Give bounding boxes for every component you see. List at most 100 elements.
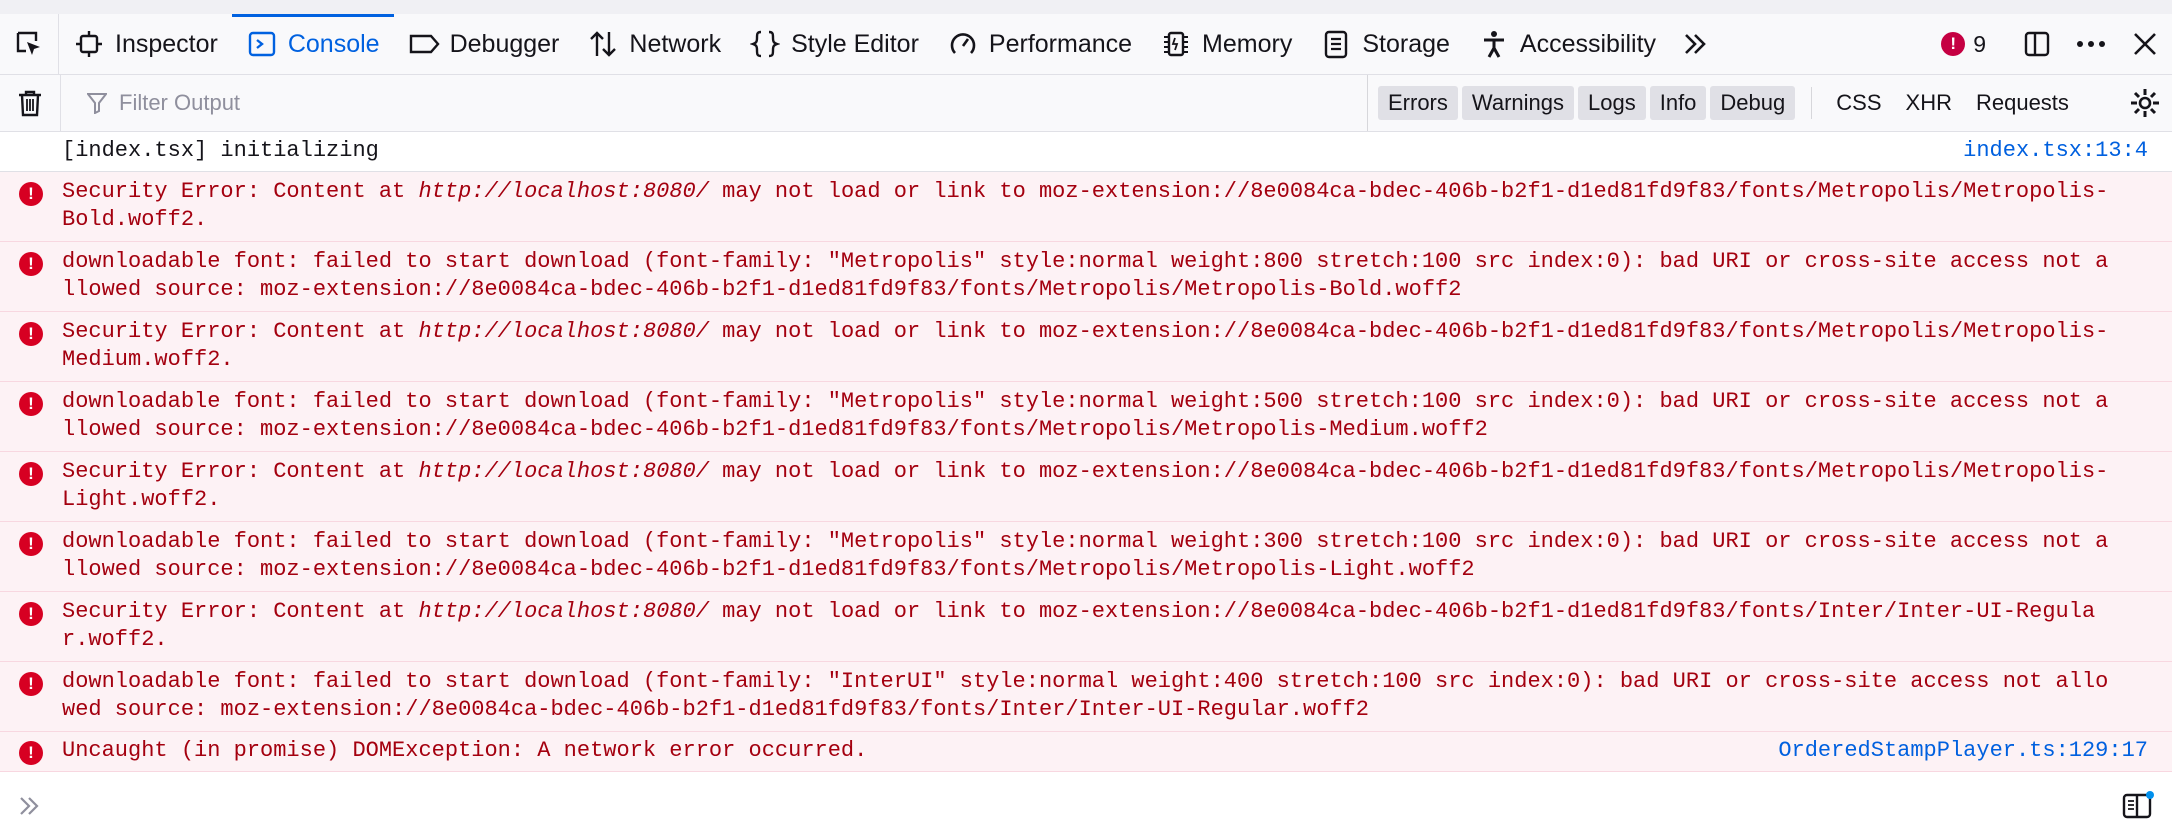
tab-label: Debugger <box>449 29 560 58</box>
console-input-line[interactable] <box>0 780 2172 832</box>
console-message-error[interactable]: ! Security Error: Content at http://loca… <box>0 452 2172 522</box>
sidebar-toggle-icon[interactable] <box>2122 790 2154 822</box>
message-text: downloadable font: failed to start downl… <box>62 529 2109 582</box>
message-url[interactable]: http://localhost:8080/ <box>418 599 709 624</box>
message-url[interactable]: http://localhost:8080/ <box>418 459 709 484</box>
message-text: Uncaught (in promise) DOMException: A ne… <box>62 738 868 763</box>
filter-css-button[interactable]: CSS <box>1836 90 1882 115</box>
filter-warnings-button[interactable]: Warnings <box>1461 86 1574 120</box>
tab-console[interactable]: Console <box>231 14 394 74</box>
message-url[interactable]: http://localhost:8080/ <box>418 319 709 344</box>
memory-icon <box>1160 28 1192 60</box>
filter-output-field[interactable] <box>61 75 1368 131</box>
console-message-error[interactable]: ! Security Error: Content at http://loca… <box>0 592 2172 662</box>
performance-icon <box>947 28 979 60</box>
tab-label: Accessibility <box>1519 29 1657 58</box>
network-icon <box>587 28 619 60</box>
console-prompt <box>0 794 60 818</box>
message-source-link[interactable]: index.tsx:13:4 <box>1963 138 2148 163</box>
devtools-tab-toolbar: Inspector Console Debugger Network Style… <box>0 14 2172 75</box>
tab-label: Network <box>629 29 722 58</box>
tab-memory[interactable]: Memory <box>1146 14 1306 74</box>
inspector-icon <box>73 28 105 60</box>
storage-icon <box>1320 28 1352 60</box>
close-devtools-button[interactable] <box>2118 14 2172 74</box>
dock-side-icon <box>2024 31 2050 57</box>
error-icon: ! <box>1941 32 1966 56</box>
filter-divider <box>1811 87 1813 119</box>
console-message-error[interactable]: ! downloadable font: failed to start dow… <box>0 662 2172 732</box>
console-message-error[interactable]: ! Security Error: Content at http://loca… <box>0 312 2172 382</box>
error-icon: ! <box>19 532 43 556</box>
console-icon <box>246 28 278 60</box>
clear-console-button[interactable] <box>0 75 61 131</box>
console-message-error[interactable]: ! downloadable font: failed to start dow… <box>0 242 2172 312</box>
error-count-badge[interactable]: ! 9 <box>1941 31 2010 58</box>
close-icon <box>2134 33 2156 55</box>
console-message-error[interactable]: ! downloadable font: failed to start dow… <box>0 382 2172 452</box>
element-picker-button[interactable] <box>0 14 59 74</box>
message-text: Security Error: Content at http://localh… <box>62 319 2109 372</box>
filter-output-input[interactable] <box>117 89 1021 117</box>
message-text: Security Error: Content at http://localh… <box>62 179 2109 232</box>
error-icon: ! <box>19 252 43 276</box>
filter-xhr-button[interactable]: XHR <box>1905 90 1952 115</box>
tab-label: Performance <box>988 29 1133 58</box>
message-text: downloadable font: failed to start downl… <box>62 669 2109 722</box>
message-text: downloadable font: failed to start downl… <box>62 389 2109 442</box>
ellipsis-icon <box>2077 41 2105 47</box>
console-output: [index.tsx] initializing index.tsx:13:4 … <box>0 132 2172 772</box>
console-filter-bar: Errors Warnings Logs Info Debug CSS XHR … <box>0 75 2172 132</box>
error-count: 9 <box>1973 30 1986 57</box>
tab-debugger[interactable]: Debugger <box>394 14 574 74</box>
window-top-strip <box>0 0 2172 15</box>
error-icon: ! <box>19 741 43 765</box>
filter-debug-button[interactable]: Debug <box>1710 86 1796 120</box>
error-icon: ! <box>19 392 43 416</box>
message-text: [index.tsx] initializing <box>62 138 379 163</box>
message-url[interactable]: http://localhost:8080/ <box>418 179 709 204</box>
tab-storage[interactable]: Storage <box>1306 14 1464 74</box>
error-icon: ! <box>19 182 43 206</box>
filter-errors-button[interactable]: Errors <box>1378 86 1458 120</box>
tab-label: Style Editor <box>791 29 919 58</box>
gear-icon <box>2131 89 2159 117</box>
tab-label: Console <box>287 29 380 58</box>
dock-options-button[interactable] <box>2010 14 2064 74</box>
error-icon: ! <box>19 602 43 626</box>
accessibility-icon <box>1478 28 1510 60</box>
console-message-log[interactable]: [index.tsx] initializing index.tsx:13:4 <box>0 132 2172 172</box>
filter-info-button[interactable]: Info <box>1649 86 1707 120</box>
tab-inspector[interactable]: Inspector <box>59 14 232 74</box>
message-text: downloadable font: failed to start downl… <box>62 249 2109 302</box>
double-chevron-prompt-icon <box>20 797 39 815</box>
console-message-error[interactable]: ! Security Error: Content at http://loca… <box>0 172 2172 242</box>
message-source-link[interactable]: OrderedStampPlayer.ts:129:17 <box>1778 738 2148 763</box>
error-icon: ! <box>19 672 43 696</box>
more-options-button[interactable] <box>2064 14 2118 74</box>
style-editor-icon <box>749 28 781 60</box>
filter-logs-button[interactable]: Logs <box>1578 86 1646 120</box>
error-icon: ! <box>19 322 43 346</box>
debugger-icon <box>408 28 440 60</box>
filter-requests-button[interactable]: Requests <box>1975 90 2069 115</box>
trash-icon <box>19 90 41 117</box>
element-picker-icon <box>16 31 40 55</box>
error-icon: ! <box>19 462 43 486</box>
log-level-filters: Errors Warnings Logs Info Debug <box>1378 86 1799 120</box>
tab-network[interactable]: Network <box>573 14 735 74</box>
message-text: Security Error: Content at http://localh… <box>62 459 2109 512</box>
tab-accessibility[interactable]: Accessibility <box>1464 14 1670 74</box>
console-message-error[interactable]: ! Uncaught (in promise) DOMException: A … <box>0 732 2172 772</box>
double-chevron-right-icon <box>1685 34 1706 54</box>
tab-style-editor[interactable]: Style Editor <box>735 14 933 74</box>
filter-funnel-icon <box>87 93 107 114</box>
tab-label: Storage <box>1362 29 1450 58</box>
tab-label: Memory <box>1202 29 1293 58</box>
console-settings-button[interactable] <box>2118 75 2172 131</box>
tabs-overflow-button[interactable] <box>1670 14 1720 74</box>
toolbar-right-controls: ! 9 <box>1941 14 2172 74</box>
console-message-error[interactable]: ! downloadable font: failed to start dow… <box>0 522 2172 592</box>
tab-label: Inspector <box>115 29 218 58</box>
tab-performance[interactable]: Performance <box>933 14 1146 74</box>
